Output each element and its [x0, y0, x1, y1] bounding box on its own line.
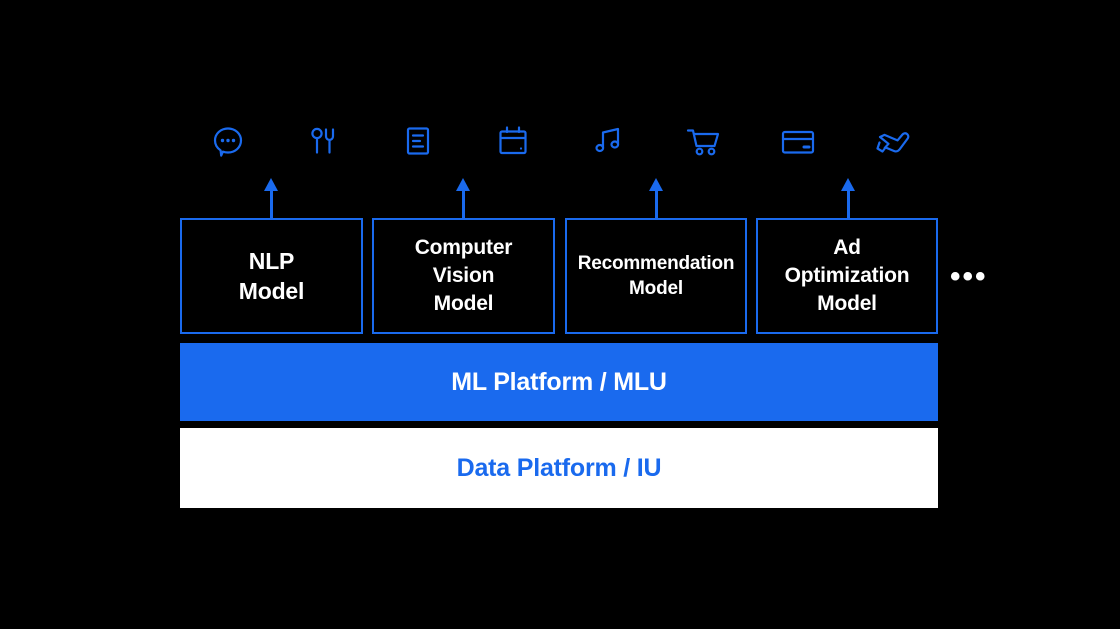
model-box-label: Computer Vision Model [414, 236, 513, 315]
document-icon [370, 112, 465, 170]
application-icon-row [180, 112, 940, 170]
model-box-label: Recommendation Model [577, 252, 735, 299]
cutlery-icon [275, 112, 370, 170]
ml-platform-bar[interactable]: ML Platform / MLU [180, 343, 938, 421]
model-box-label: NLP Model [238, 247, 305, 304]
data-platform-label: Data Platform / IU [456, 453, 662, 482]
model-box-label: Ad Optimization Model [784, 236, 910, 315]
model-box-row: NLP Model Computer Vision Model Recommen… [180, 218, 940, 334]
chat-bubble-icon [180, 112, 275, 170]
model-box-recommendation[interactable]: Recommendation Model [565, 218, 747, 334]
calendar-icon [465, 112, 560, 170]
model-box-ad-optimization[interactable]: Ad Optimization Model [756, 218, 938, 334]
arrow-up-icon [648, 178, 664, 220]
more-models-ellipsis: ••• [950, 260, 988, 293]
arrow-row [180, 178, 940, 220]
model-box-computer-vision[interactable]: Computer Vision Model [372, 218, 555, 334]
arrow-up-icon [455, 178, 471, 220]
credit-card-icon [750, 112, 845, 170]
shopping-cart-icon [655, 112, 750, 170]
music-note-icon [560, 112, 655, 170]
arrow-up-icon [840, 178, 856, 220]
data-platform-bar[interactable]: Data Platform / IU [180, 428, 938, 508]
arrow-up-icon [263, 178, 279, 220]
model-box-nlp[interactable]: NLP Model [180, 218, 363, 334]
ml-platform-label: ML Platform / MLU [451, 367, 667, 396]
airplane-icon [845, 112, 940, 170]
